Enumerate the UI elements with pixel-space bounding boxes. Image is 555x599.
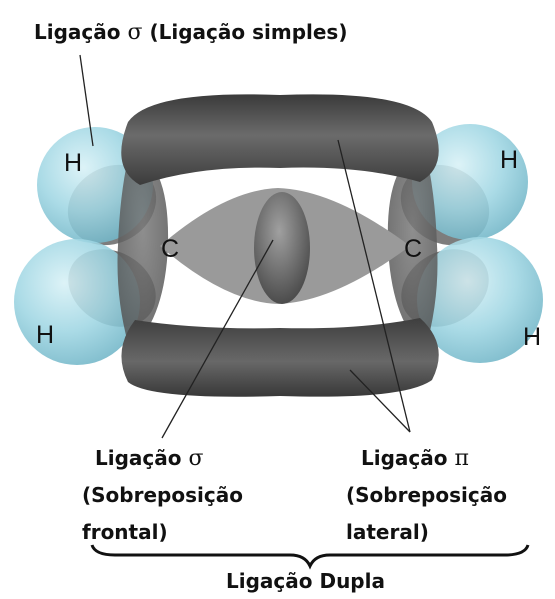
label-pi-line2: (Sobreposição	[346, 482, 507, 508]
h-label-top-right: H	[500, 146, 518, 174]
sigma-symbol: σ	[127, 20, 142, 45]
label-sigma-line1: Ligação σ	[95, 445, 204, 472]
sigma-symbol: σ	[188, 446, 203, 471]
h-label-bottom-right: H	[523, 323, 541, 351]
label-top-suffix: (Ligação simples)	[149, 20, 347, 44]
label-top-sigma: Ligação σ (Ligação simples)	[34, 19, 347, 46]
label-top-prefix: Ligação	[34, 20, 121, 44]
label-sigma-line2: (Sobreposição	[82, 482, 243, 508]
pi-symbol: π	[454, 446, 468, 471]
sigma-core	[254, 192, 310, 304]
label-sigma-line3: frontal)	[82, 519, 168, 545]
label-pi-line3: lateral)	[346, 519, 429, 545]
c-label-left: C	[161, 235, 179, 263]
pi-bond-top-lobe	[121, 94, 439, 185]
h-label-bottom-left: H	[36, 321, 54, 349]
label-pi-prefix: Ligação	[361, 446, 448, 470]
label-sigma-prefix: Ligação	[95, 446, 182, 470]
c-label-right: C	[404, 235, 422, 263]
label-pi-line1: Ligação π	[361, 445, 469, 472]
h-label-top-left: H	[64, 149, 82, 177]
label-double-bond: Ligação Dupla	[226, 568, 385, 594]
double-bond-brace	[92, 545, 528, 566]
